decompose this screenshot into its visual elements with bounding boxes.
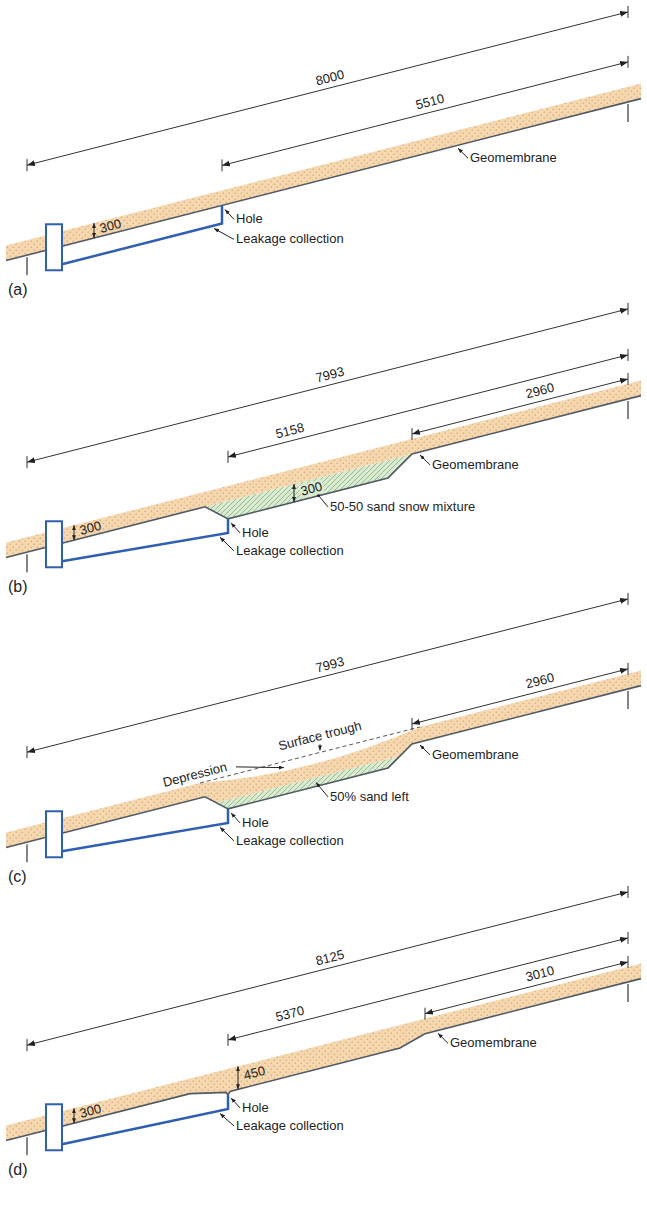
- leakage-pipe: [62, 205, 222, 264]
- ground-tick: [26, 844, 27, 862]
- leader-line: [320, 744, 321, 750]
- leakage-pipe: [62, 519, 228, 561]
- dimension-tick: [27, 159, 28, 171]
- part-label: Hole: [242, 816, 269, 830]
- dimension-tick: [628, 373, 629, 385]
- dimension-tick: [628, 349, 629, 361]
- ground-tick: [627, 104, 628, 122]
- part-label: Geomembrane: [432, 458, 519, 472]
- leader-line: [231, 1098, 240, 1108]
- thickness-arrow: [294, 484, 295, 502]
- dimension-tick: [628, 886, 629, 898]
- dimension-line: [27, 309, 628, 462]
- dimension-tick: [628, 6, 629, 18]
- dimension-tick: [412, 718, 413, 730]
- geomembrane-line: [6, 99, 641, 261]
- ground-tick: [627, 691, 628, 709]
- part-label: Leakage collection: [236, 1119, 344, 1133]
- dimension-tick: [222, 159, 223, 171]
- leakage-pipe: [62, 1095, 228, 1144]
- dimension-tick: [628, 56, 629, 68]
- dimension-line: [228, 355, 628, 457]
- thickness-arrow: [74, 525, 75, 540]
- dimension-line: [228, 938, 628, 1040]
- sand-cover-layer: [6, 964, 641, 1141]
- panel-letter: (b): [8, 578, 28, 596]
- geomembrane-line: [6, 979, 641, 1141]
- collection-box: [46, 224, 62, 270]
- leader-line: [231, 523, 240, 533]
- part-label: Leakage collection: [236, 232, 344, 246]
- sand-cover-layer: [6, 84, 641, 261]
- dimension-tick: [27, 1039, 28, 1051]
- dimension-line: [412, 379, 628, 434]
- panel-letter: (a): [8, 281, 28, 299]
- leader-line: [225, 209, 234, 219]
- collection-box: [46, 1104, 62, 1150]
- part-label: 50-50 sand snow mixture: [330, 500, 475, 514]
- panel-letter: (c): [8, 868, 27, 886]
- ground-tick: [627, 401, 628, 419]
- geomembrane-line: [6, 396, 641, 558]
- leader-line: [316, 782, 328, 796]
- dimension-tick: [27, 746, 28, 758]
- dimension-tick: [228, 1034, 229, 1046]
- dimension-tick: [628, 956, 629, 968]
- dimension-tick: [425, 1008, 426, 1020]
- leader-line: [220, 827, 234, 841]
- part-label: 50% sand left: [330, 790, 409, 804]
- part-label: Hole: [236, 212, 263, 226]
- panel-letter: (d): [8, 1161, 28, 1179]
- part-label: Hole: [242, 526, 269, 540]
- leakage-pipe: [62, 809, 228, 851]
- ground-tick: [26, 1137, 27, 1155]
- thickness-arrow: [238, 1066, 239, 1089]
- ground-tick: [26, 554, 27, 572]
- dimension-line: [27, 892, 628, 1045]
- leader-line: [214, 228, 234, 239]
- part-label: Hole: [242, 1101, 269, 1115]
- leader-line: [458, 148, 468, 158]
- collection-box: [46, 811, 62, 857]
- dimension-tick: [228, 451, 229, 463]
- part-label: Geomembrane: [432, 748, 519, 762]
- thickness-value: 300: [78, 519, 102, 538]
- leader-line: [420, 455, 430, 465]
- sand-cover-layer: [6, 671, 641, 848]
- ground-tick: [26, 257, 27, 275]
- dimension-tick: [628, 303, 629, 315]
- part-label: Geomembrane: [450, 1036, 537, 1050]
- leader-line: [420, 745, 430, 755]
- thickness-arrow: [94, 223, 95, 238]
- dimension-tick: [27, 456, 28, 468]
- part-label: Leakage collection: [236, 544, 344, 558]
- dimension-tick: [628, 932, 629, 944]
- part-label: Geomembrane: [470, 151, 557, 165]
- leader-line: [236, 766, 284, 768]
- sand-cover-layer: [6, 381, 641, 558]
- part-label: Leakage collection: [236, 834, 344, 848]
- thickness-value: 300: [78, 1102, 102, 1121]
- dimension-line: [222, 62, 628, 166]
- dimension-line: [412, 669, 628, 724]
- geomembrane-line: [6, 686, 641, 848]
- collection-box: [46, 521, 62, 567]
- leader-line: [220, 1114, 234, 1126]
- thickness-arrow: [74, 1108, 75, 1123]
- dimension-line: [27, 12, 628, 165]
- leader-line: [220, 537, 234, 551]
- dimension-line: [425, 962, 628, 1014]
- leader-line: [438, 1033, 448, 1043]
- dimension-tick: [628, 663, 629, 675]
- leader-line: [231, 813, 240, 823]
- ground-tick: [627, 984, 628, 1002]
- thickness-value: 300: [98, 217, 122, 236]
- dimension-tick: [412, 428, 413, 440]
- dimension-tick: [628, 593, 629, 605]
